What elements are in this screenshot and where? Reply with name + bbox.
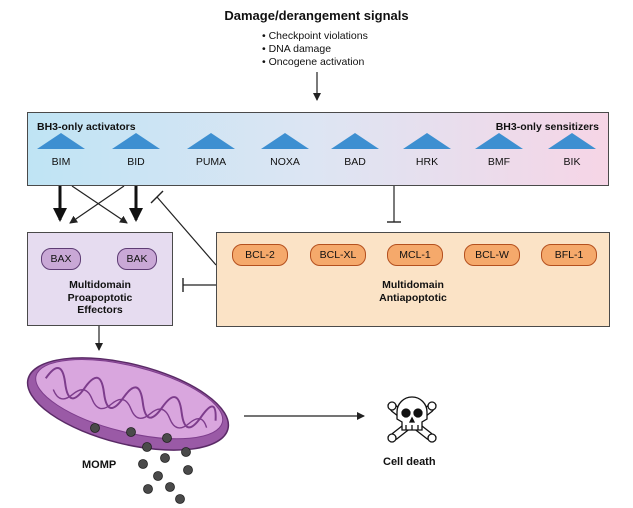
protein-label: BIK (563, 156, 581, 168)
protein-bcl-2: BCL-2 (232, 244, 288, 266)
sensitizers-label: BH3-only sensitizers (495, 121, 599, 133)
bh3-protein-hrk: HRK (399, 133, 455, 183)
bh3-protein-noxa: NOXA (257, 133, 313, 183)
protein-bfl-1: BFL-1 (541, 244, 597, 266)
protein-mcl-1: MCL-1 (387, 244, 443, 266)
signals-list: Checkpoint violations DNA damage Oncogen… (262, 30, 368, 69)
protein-bcl-w: BCL-W (464, 244, 520, 266)
protein-label: PUMA (195, 156, 227, 168)
bh3-only-box: BH3-only activators BH3-only sensitizers… (27, 112, 609, 186)
cell-death-label: Cell death (383, 456, 436, 468)
bh3-protein-bik: BIK (544, 133, 600, 183)
bh3-protein-puma: PUMA (183, 133, 239, 183)
bh3-protein-bid: BID (108, 133, 164, 183)
triangle-icon (475, 133, 523, 149)
signals-title: Damage/derangement signals (224, 8, 409, 23)
triangle-icon (37, 133, 85, 149)
anti-inhibit-activators (156, 196, 217, 266)
bim-bak-arrow (71, 185, 128, 224)
inhibit-bar (150, 190, 164, 204)
label-line: Effectors (77, 304, 123, 316)
bh3-protein-bad: BAD (327, 133, 383, 183)
bid-bax-arrow (69, 185, 125, 224)
signal-item: DNA damage (262, 43, 368, 56)
antiapoptotic-label: Multidomain Antiapoptotic (217, 279, 609, 304)
activators-label: BH3-only activators (37, 121, 136, 133)
protein-label: BIM (51, 156, 71, 168)
protein-label: BID (127, 156, 145, 168)
momp-label: MOMP (82, 459, 117, 471)
triangle-icon (403, 133, 451, 149)
protein-label: HRK (415, 156, 439, 168)
antiapoptotic-box: BCL-2 BCL-XL MCL-1 BCL-W BFL-1 Multidoma… (216, 232, 610, 327)
protein-bcl-xl: BCL-XL (310, 244, 366, 266)
label-line: Multidomain (69, 279, 131, 291)
mitochondrion-icon (26, 357, 230, 451)
proapoptotic-label: Multidomain Proapoptotic Effectors (28, 279, 172, 317)
triangle-icon (261, 133, 309, 149)
signal-item: Checkpoint violations (262, 30, 368, 43)
triangle-icon (112, 133, 160, 149)
skull-crossbones-icon (387, 396, 437, 443)
bh3-protein-bim: BIM (33, 133, 89, 183)
triangle-icon (548, 133, 596, 149)
triangle-icon (187, 133, 235, 149)
label-line: Antiapoptotic (379, 291, 447, 304)
protein-bax: BAX (41, 248, 81, 270)
protein-label: NOXA (270, 156, 300, 168)
label-line: Multidomain (382, 279, 444, 291)
proapoptotic-effectors-box: BAX BAK Multidomain Proapoptotic Effecto… (27, 232, 173, 326)
signal-item: Oncogene activation (262, 56, 368, 69)
protein-bak: BAK (117, 248, 157, 270)
cytochrome-c-particles (90, 423, 193, 504)
label-line: Proapoptotic (67, 291, 133, 304)
bh3-protein-bmf: BMF (471, 133, 527, 183)
protein-label: BAD (344, 156, 366, 168)
triangle-icon (331, 133, 379, 149)
protein-label: BMF (487, 156, 511, 168)
